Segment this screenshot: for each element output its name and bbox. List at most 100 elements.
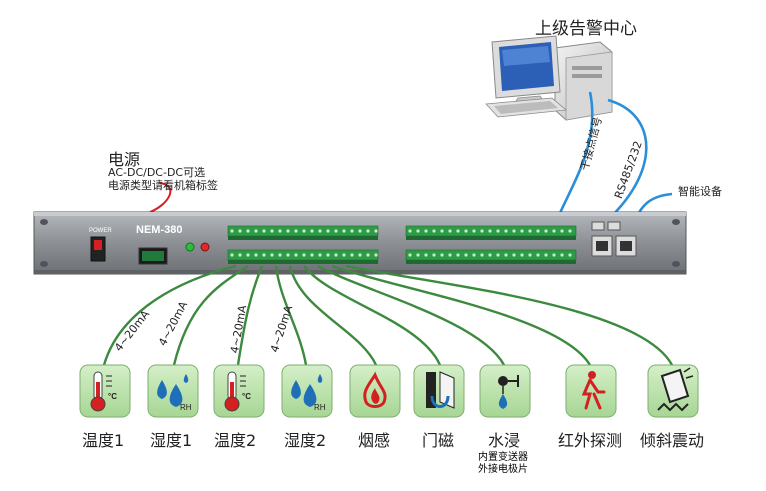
terminal-block-bottom-right	[405, 249, 577, 264]
terminal-screw	[496, 253, 500, 257]
terminal-screw	[262, 229, 266, 233]
power-note-line2: 电源类型请看机箱标签	[108, 179, 218, 192]
power-title: 电源	[108, 150, 141, 169]
terminal-screw	[318, 229, 322, 233]
terminal-screw	[536, 229, 540, 233]
green-cables	[102, 264, 674, 366]
terminal-screw	[270, 253, 274, 257]
computer-icon	[485, 35, 613, 121]
terminal-screw	[334, 229, 338, 233]
terminal-screw	[310, 229, 314, 233]
infrared-person-icon	[565, 364, 617, 418]
water-note-line2: 外接电极片	[478, 464, 528, 475]
thermometer-icon	[213, 364, 265, 418]
unit-label: RH	[180, 403, 192, 412]
terminal-screw	[480, 229, 484, 233]
terminal-screw	[416, 253, 420, 257]
terminal-screw	[350, 253, 354, 257]
terminal-screw	[254, 253, 258, 257]
terminal-screw	[504, 253, 508, 257]
terminal-screw	[544, 229, 548, 233]
smart-device-label: 智能设备	[678, 185, 722, 198]
terminal-screw	[432, 229, 436, 233]
terminal-screw	[366, 253, 370, 257]
terminal-screw	[424, 253, 428, 257]
sensor-name-temp1: 温度1	[82, 431, 125, 450]
terminal-screw	[254, 229, 258, 233]
power-note-line1: AC-DC/DC-DC可选	[108, 166, 206, 179]
terminal-screw	[270, 229, 274, 233]
terminal-screw	[440, 253, 444, 257]
unit-label: °C	[108, 392, 117, 401]
run-led	[185, 242, 195, 252]
terminal-screw	[278, 253, 282, 257]
alarm-center-label: 上级告警中心	[535, 19, 637, 39]
unit-label: RH	[314, 403, 326, 412]
terminal-screw	[374, 229, 378, 233]
terminal-screw	[246, 229, 250, 233]
terminal-screw	[294, 229, 298, 233]
terminal-screw	[496, 229, 500, 233]
terminal-screw	[366, 229, 370, 233]
terminal-screw	[318, 253, 322, 257]
terminal-screw	[326, 229, 330, 233]
terminal-screw	[374, 253, 378, 257]
terminal-screw	[536, 253, 540, 257]
terminal-screw	[230, 253, 234, 257]
terminal-screw	[544, 253, 548, 257]
terminal-screw	[424, 229, 428, 233]
sensor-name-door: 门磁	[422, 431, 455, 450]
terminal-block-top-left	[227, 225, 379, 240]
terminal-screw	[246, 253, 250, 257]
dry-contact-cable	[558, 91, 594, 214]
sensor-name-water: 水浸	[488, 431, 521, 450]
terminal-screw	[512, 253, 516, 257]
power-cable	[149, 182, 172, 213]
terminal-screw	[488, 229, 492, 233]
tilt-vibration-icon	[647, 364, 699, 418]
terminal-screw	[230, 229, 234, 233]
smoke-fire-icon	[349, 364, 401, 418]
terminal-screw	[302, 229, 306, 233]
unit-label: °C	[242, 392, 251, 401]
terminal-screw	[278, 229, 282, 233]
device-model: NEM-380	[136, 224, 182, 236]
terminal-screw	[552, 253, 556, 257]
alarm-led	[200, 242, 210, 252]
terminal-screw	[262, 253, 266, 257]
terminal-screw	[342, 253, 346, 257]
terminal-screw	[432, 253, 436, 257]
terminal-screw	[488, 253, 492, 257]
rs485-cable	[601, 98, 648, 226]
terminal-screw	[464, 229, 468, 233]
terminal-screw	[350, 229, 354, 233]
water-note: 内置变送器 外接电极片	[478, 452, 528, 476]
terminal-screw	[480, 253, 484, 257]
terminal-screw	[560, 253, 564, 257]
terminal-screw	[334, 253, 338, 257]
humidity-icon	[281, 364, 333, 418]
terminal-screw	[560, 229, 564, 233]
terminal-screw	[408, 229, 412, 233]
sensor-name-hum1: 湿度1	[150, 431, 193, 450]
terminal-screw	[440, 229, 444, 233]
terminal-screw	[456, 253, 460, 257]
terminal-screw	[520, 253, 524, 257]
terminal-screw	[568, 253, 572, 257]
terminal-block-bottom-left	[227, 249, 379, 264]
sensor-name-smoke: 烟感	[358, 431, 391, 450]
sensor-name-hum2: 湿度2	[284, 431, 327, 450]
terminal-screw	[326, 253, 330, 257]
door-magnet-icon	[413, 364, 465, 418]
terminal-screw	[238, 253, 242, 257]
water-note-line1: 内置变送器	[478, 452, 528, 463]
device-panel	[33, 211, 687, 275]
terminal-screw	[238, 229, 242, 233]
sensor-name-infrared: 红外探测	[558, 431, 623, 450]
terminal-screw	[472, 229, 476, 233]
power-note: AC-DC/DC-DC可选 电源类型请看机箱标签	[108, 166, 218, 192]
terminal-screw	[568, 229, 572, 233]
terminal-screw	[286, 253, 290, 257]
terminal-screw	[408, 253, 412, 257]
